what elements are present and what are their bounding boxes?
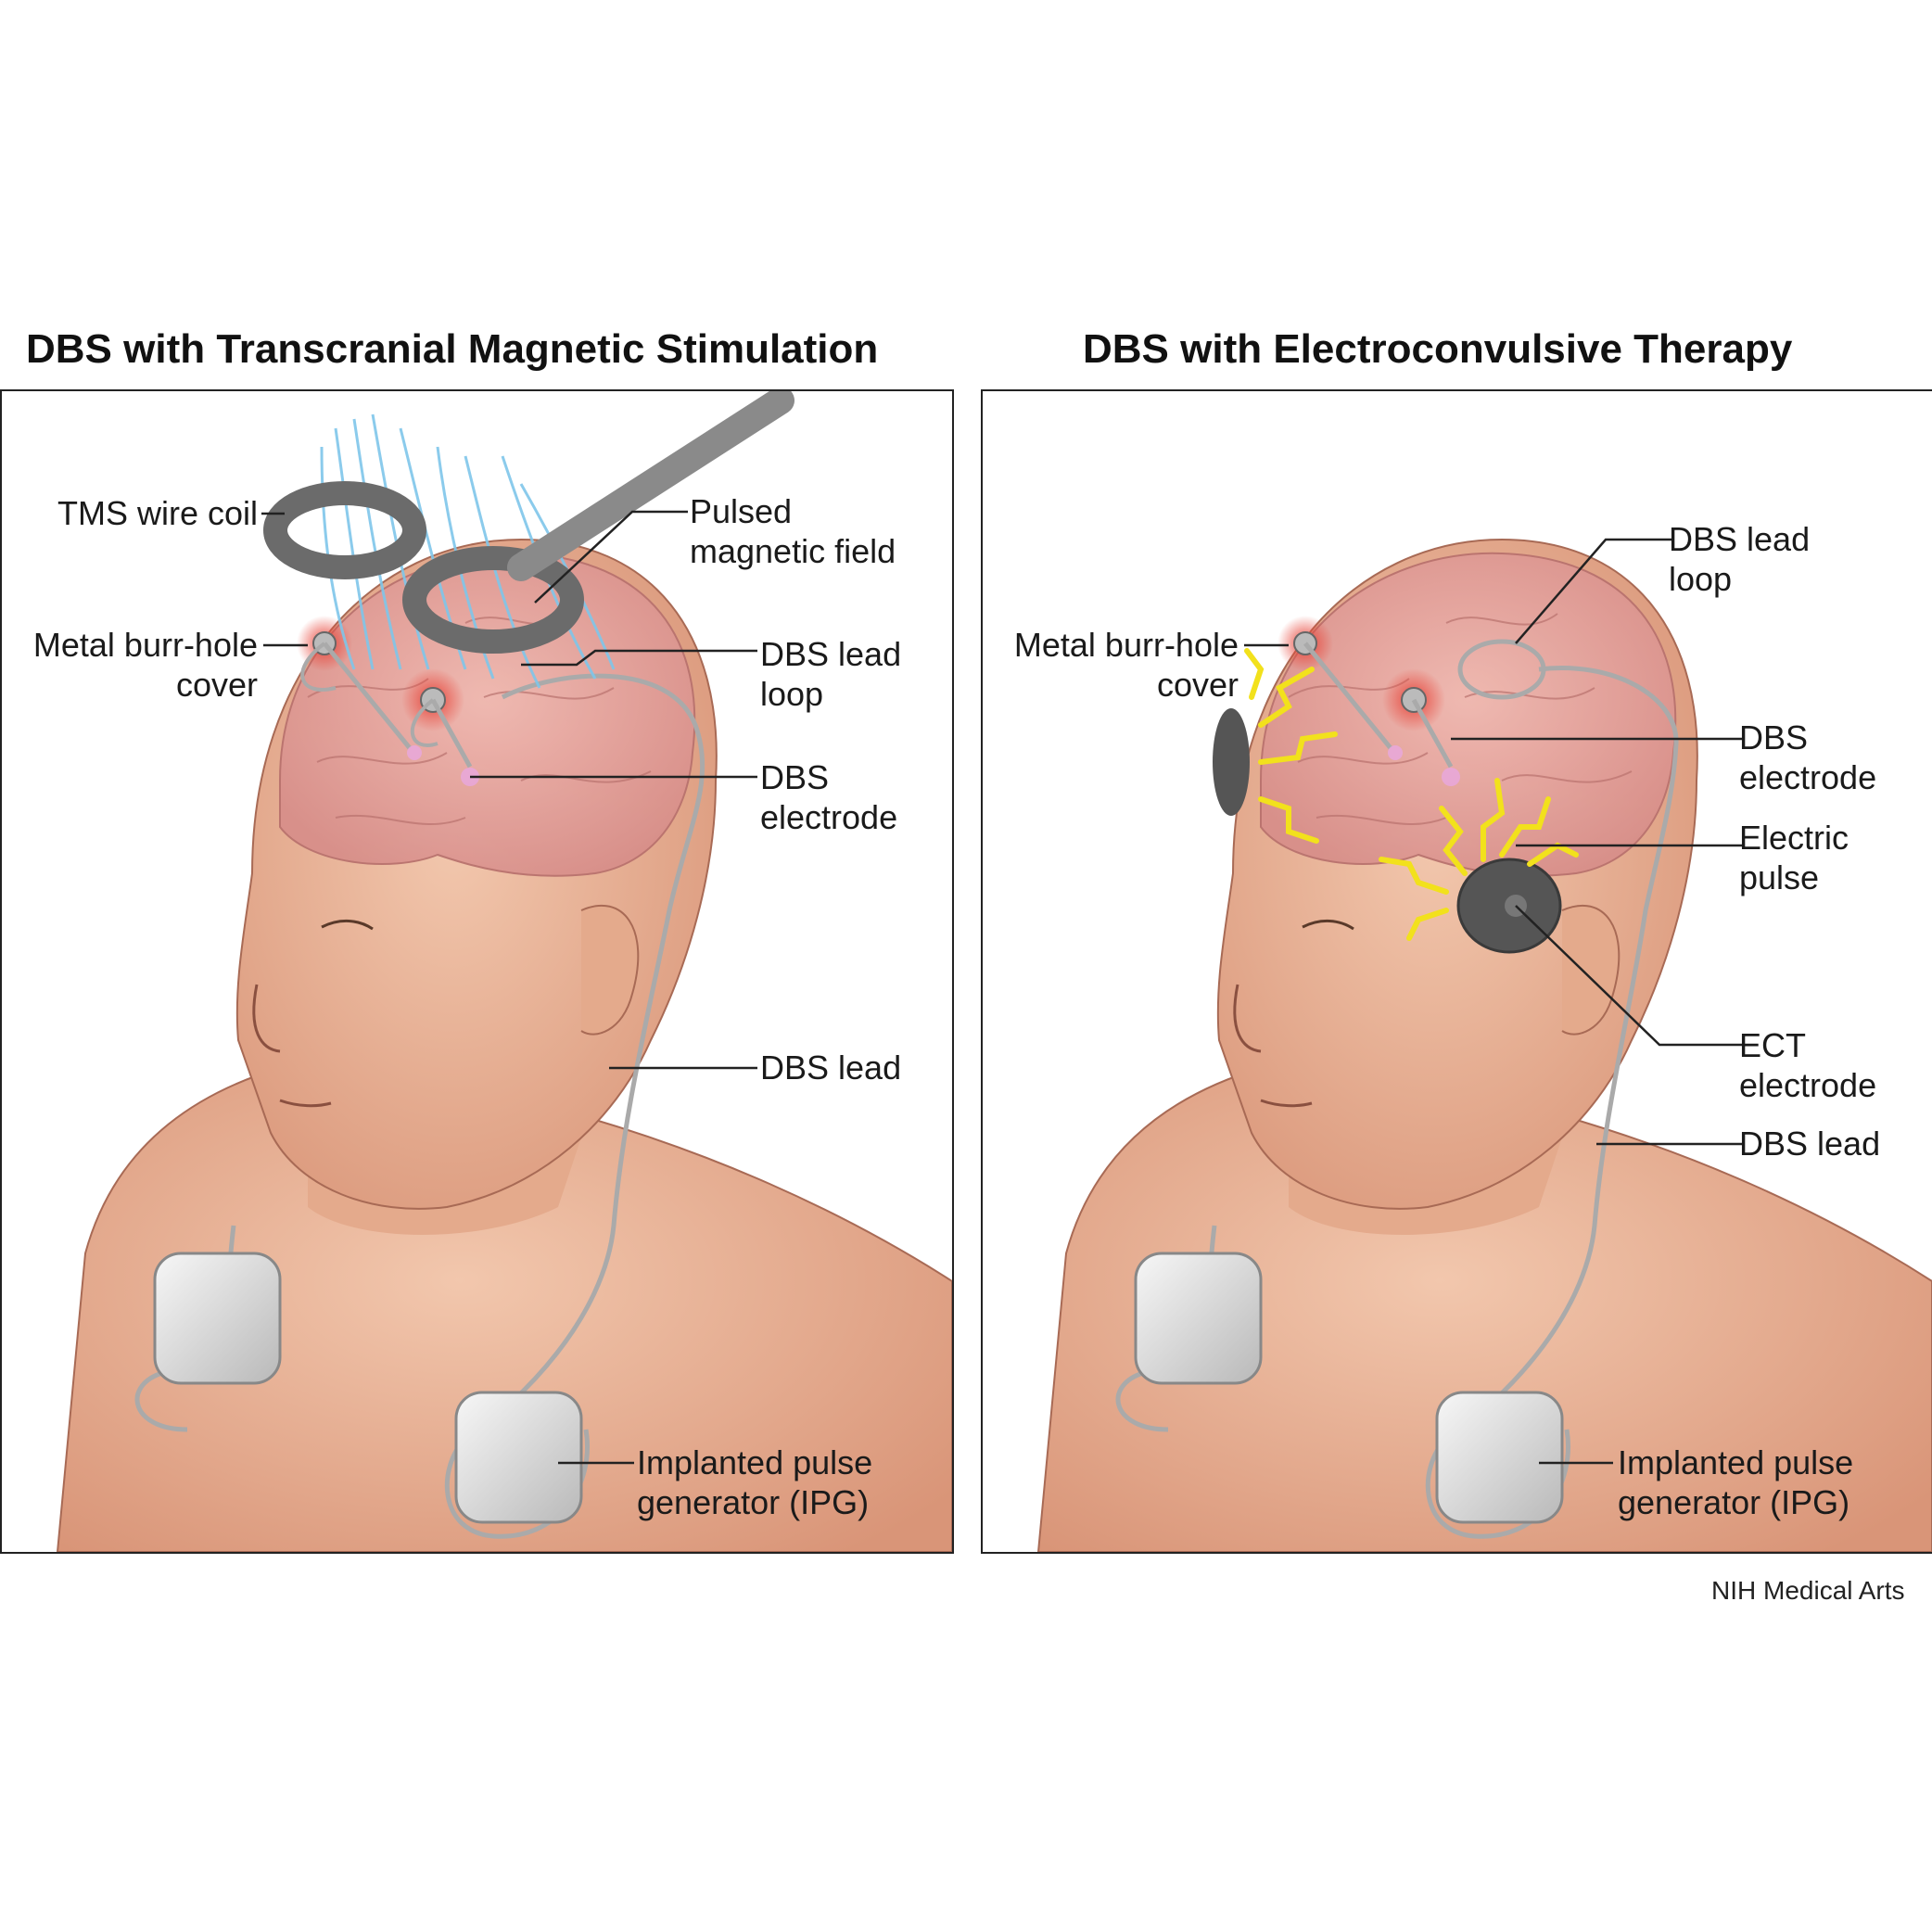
label-burr-cover: Metal burr-hole cover [1013,626,1239,704]
tms-coil [263,481,584,654]
nose [252,984,281,1053]
brain [279,552,696,877]
label-lead: DBS lead [760,1049,902,1087]
label-lead-loop: DBS lead loop [760,635,902,713]
label-ect-electrode: ECT electrode [1739,1026,1877,1104]
brain [1260,552,1677,877]
dbs-lead [1303,642,1679,1539]
eye [321,920,374,931]
ear [1561,905,1621,1036]
ipg-2 [1435,1391,1564,1524]
label-electrode: DBS electrode [1739,718,1877,796]
label-pulsed-field: Pulsed magnetic field [690,492,896,570]
ect-electrode-left [1213,708,1250,816]
title-ect: DBS with Electroconvulsive Therapy [1083,326,1793,372]
tms-coil-handle [507,391,794,581]
label-ipg: Implanted pulse generator (IPG) [637,1443,873,1521]
electrode-tip [1442,768,1460,786]
leader-lines [261,510,757,1465]
mouth [1260,1099,1313,1108]
label-lead-loop: DBS lead loop [1669,520,1811,598]
label-electric-pulse: Electric pulse [1739,819,1849,896]
ipg-1 [153,1252,282,1385]
ear [580,905,640,1036]
label-burr-cover: Metal burr-hole cover [32,626,258,704]
credit-text: NIH Medical Arts [1711,1576,1905,1605]
label-electrode: DBS electrode [760,758,898,836]
leader-lines [1244,538,1743,1465]
panel-tms: TMS wire coil Pulsed magnetic field Meta… [0,389,954,1554]
ipg-1 [1134,1252,1263,1385]
title-tms: DBS with Transcranial Magnetic Stimulati… [26,326,879,372]
label-ipg: Implanted pulse generator (IPG) [1618,1443,1854,1521]
ect-illustration [1036,538,1932,1552]
eye [1302,920,1354,931]
mouth [279,1099,332,1108]
nose [1233,984,1262,1053]
dbs-lead [323,642,705,1539]
ipg-2 [454,1391,583,1524]
tms-illustration [56,391,952,1552]
label-lead: DBS lead [1739,1125,1881,1163]
label-tms-coil: TMS wire coil [57,494,258,532]
panel-ect: DBS lead loop Metal burr-hole cover DBS … [981,389,1932,1554]
